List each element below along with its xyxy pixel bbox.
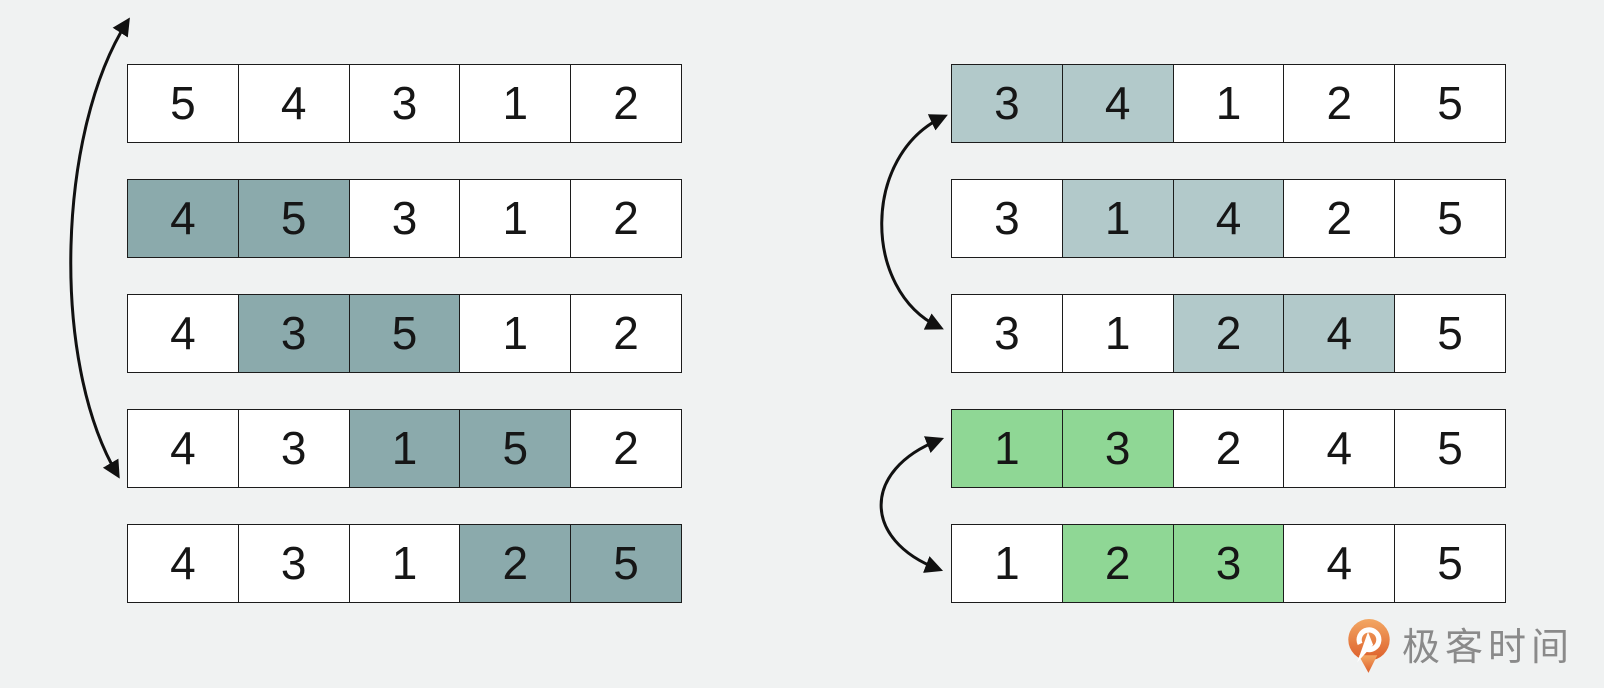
array-cell: 4 [170, 306, 196, 359]
array-cell: 3 [1172, 525, 1284, 602]
array-cell: 2 [570, 410, 681, 487]
array-cell: 2 [1283, 180, 1394, 257]
array-cell: 2 [570, 65, 681, 142]
array-cell: 3 [1061, 410, 1173, 487]
array-cell: 5 [570, 525, 681, 602]
array-cell: 5 [1394, 410, 1505, 487]
array-cell: 2 [1172, 410, 1284, 487]
array-cell: 1 [952, 410, 1062, 487]
array-cell: 1 [459, 180, 570, 257]
array-cell: 5 [237, 180, 349, 257]
array-cell: 5 [1394, 65, 1505, 142]
array-cell: 4 [1172, 180, 1284, 257]
array-cell: 1 [1172, 65, 1284, 142]
array-cell: 1 [1061, 295, 1173, 372]
array-cell: 5 [1394, 525, 1505, 602]
geektime-logo: 极客时间 [1346, 618, 1574, 678]
array-cell: 4 [1061, 65, 1173, 142]
array-cell: 5 [459, 410, 571, 487]
array-cell: 2 [459, 525, 571, 602]
array-cell: 1 [348, 410, 460, 487]
array-cell: 3 [348, 180, 460, 257]
array-cell: 3 [237, 525, 349, 602]
array-cell: 3 [237, 410, 349, 487]
array-cell: 2 [570, 180, 681, 257]
array-cell: 3 [994, 306, 1020, 359]
array-cell: 4 [1283, 525, 1394, 602]
array-cell: 1 [459, 65, 570, 142]
array-cell: 2 [1172, 295, 1284, 372]
array-cell: 5 [170, 76, 196, 129]
array-cell: 5 [348, 295, 460, 372]
array-cell: 4 [170, 421, 196, 474]
array-cell: 5 [1394, 180, 1505, 257]
array-cell: 1 [459, 295, 570, 372]
array-cell: 1 [348, 525, 460, 602]
swap-arrow-right-bottom-icon [879, 436, 945, 573]
array-cell: 3 [348, 65, 460, 142]
array-cell: 4 [1283, 410, 1394, 487]
geektime-logo-icon [1348, 619, 1390, 673]
array-cell: 5 [1394, 295, 1505, 372]
array-cell: 4 [170, 536, 196, 589]
swap-arrow-right-top-icon [880, 114, 948, 330]
array-cell: 2 [570, 295, 681, 372]
array-cell: 4 [1283, 295, 1395, 372]
array-cell: 2 [1061, 525, 1173, 602]
array-cell: 1 [1061, 180, 1173, 257]
array-cell: 3 [994, 191, 1020, 244]
array-cell: 3 [952, 65, 1062, 142]
geektime-logo-text: 极客时间 [1402, 627, 1575, 669]
array-cell: 3 [237, 295, 349, 372]
array-cell: 4 [237, 65, 349, 142]
array-cell: 4 [128, 180, 238, 257]
array-cell: 1 [994, 536, 1020, 589]
swap-arrow-left-pass-icon [69, 17, 130, 479]
array-cell: 2 [1283, 65, 1394, 142]
